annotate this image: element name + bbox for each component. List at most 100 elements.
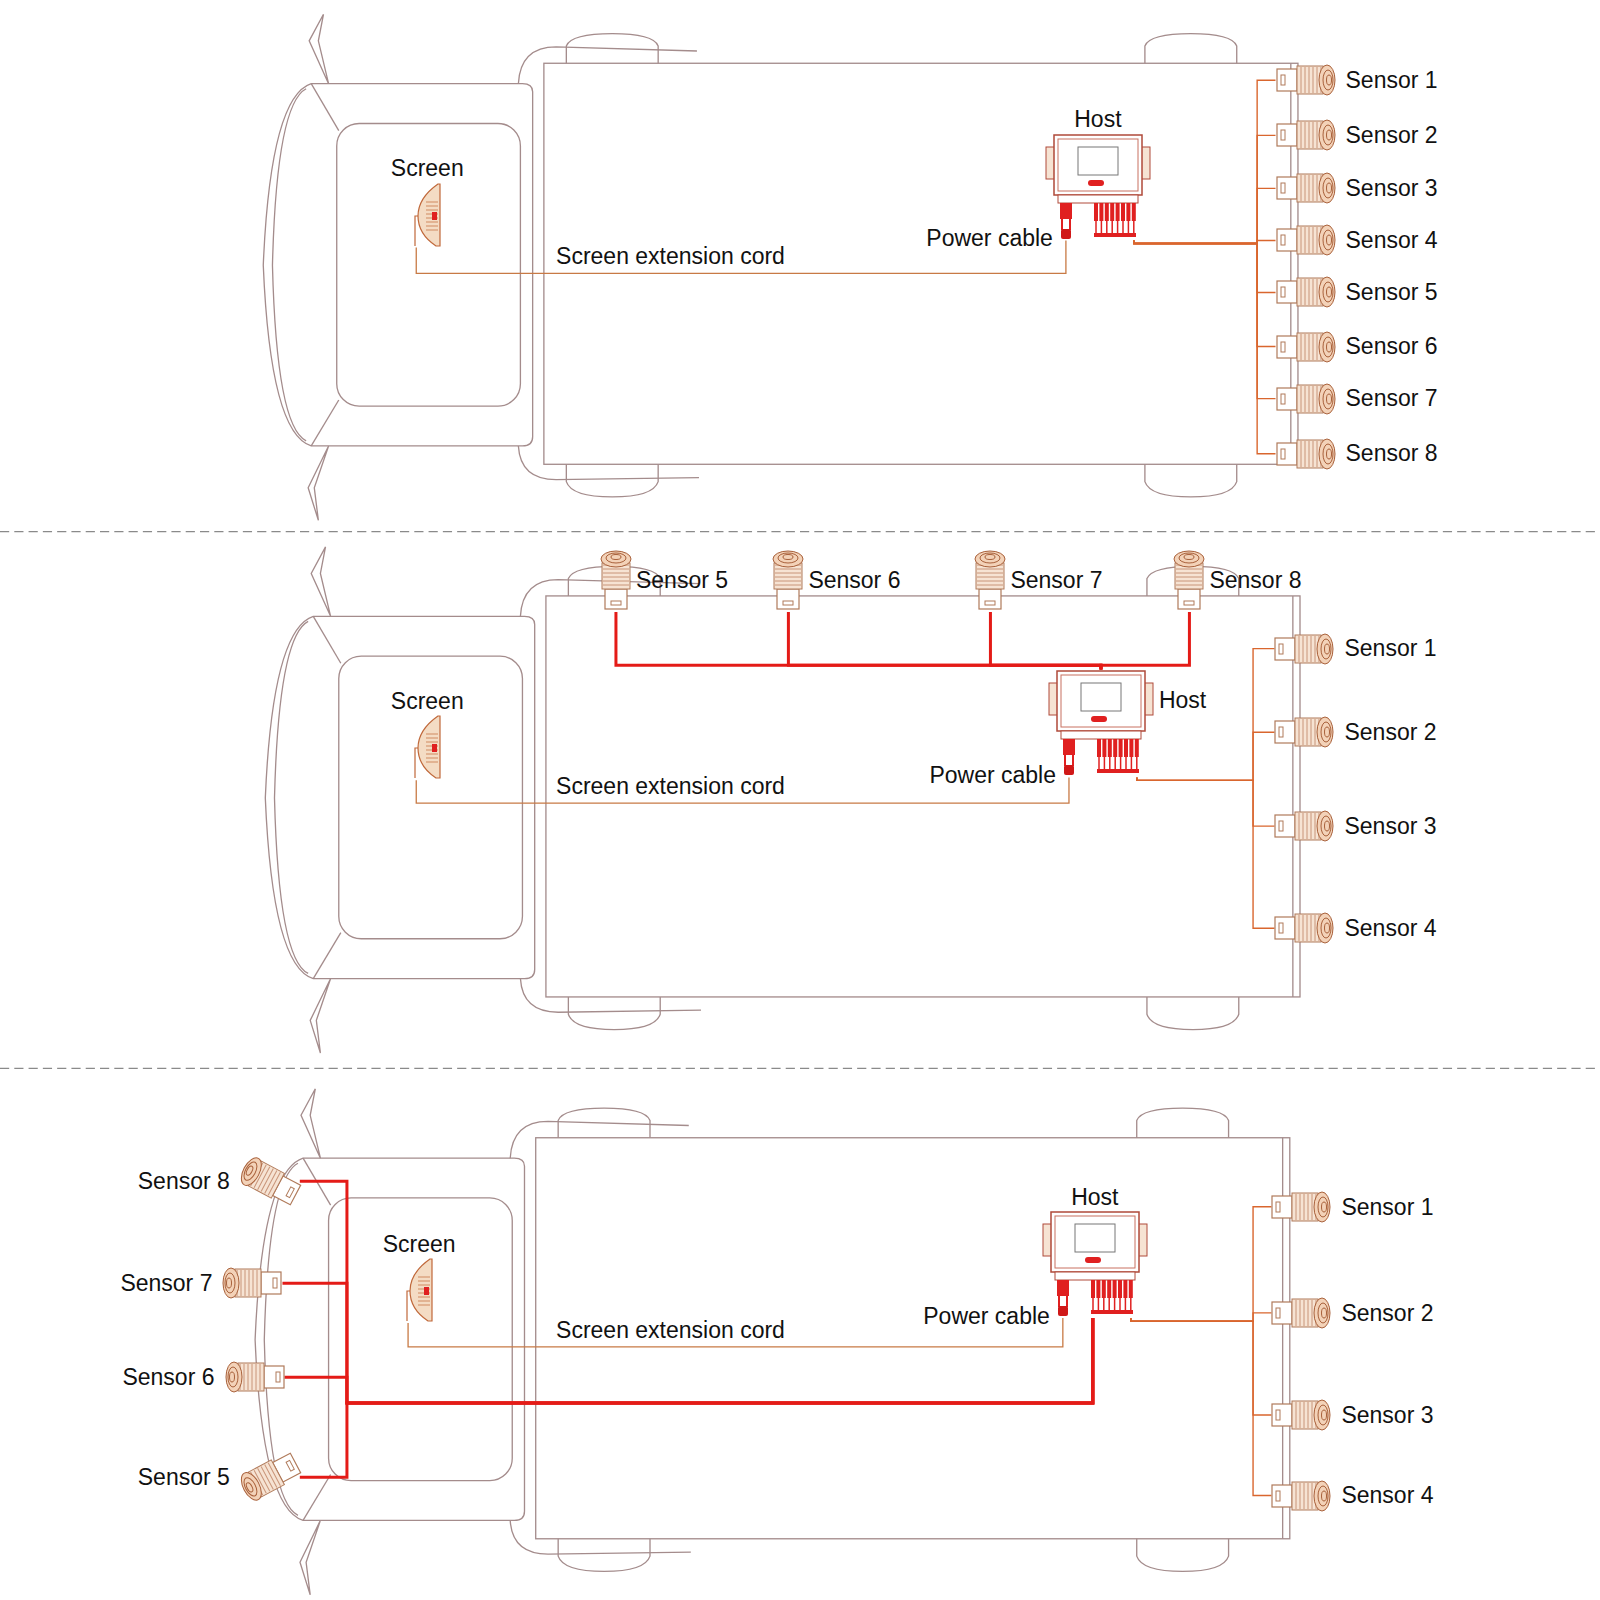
plug-latch [1281,287,1285,297]
sensor-graphic [1272,1298,1330,1328]
sensor-wire [1131,1318,1272,1495]
part-label: Sensor 7 [1346,385,1438,411]
sensor-graphic [1272,1400,1330,1430]
sensor-ring [1321,722,1331,742]
harness-plug [1113,739,1117,757]
parking-sensor: Sensor 1 [1276,62,1438,98]
power-wire [1066,1296,1068,1307]
sensor-rib [1308,1194,1309,1220]
harness-plug [1094,203,1098,221]
sensor-rib [1316,67,1317,93]
screen-grille [426,209,438,210]
harness-plug [1091,1280,1095,1298]
power-connector [1061,229,1071,239]
host-led [1085,1257,1101,1263]
sensor-wire [1134,241,1276,454]
part-label: Screen [391,155,464,181]
sensor-face [226,1362,242,1392]
sensor-icon [1274,631,1336,667]
screen-grille [418,1301,430,1302]
sensor-rib [1312,1194,1313,1220]
sensor-ring [1326,449,1331,459]
sensor-ring [980,553,1000,563]
sensor-face [1319,384,1335,414]
sensor-plug [1272,1485,1292,1507]
sensor-face [1319,120,1335,150]
sensor-rib [1300,1402,1301,1428]
sensor-wire [1137,777,1275,928]
sensor-rib [1308,1402,1309,1428]
sensor-ring [985,554,995,559]
screen-led [432,212,437,220]
sensor-wire [1134,241,1276,293]
harness-wire [1095,221,1097,233]
sensor-rib [1299,813,1300,839]
plug-latch [1279,727,1283,737]
sensor-rib [1316,122,1317,148]
parking-sensor: Sensor 8 [1171,548,1301,612]
sensor-rib [259,1364,260,1390]
part-label: Sensor 3 [1346,175,1438,201]
part-label: Sensor 7 [1010,567,1102,593]
sensor-rib [1303,813,1304,839]
label-patch: Power cable [926,762,1059,788]
sensor-wire [1134,241,1276,347]
sensor-plug [979,589,1001,609]
sensor-ring [241,1160,259,1182]
sensor-rib [245,1270,246,1296]
sensor-rib [977,584,1003,585]
plug-latch [1281,449,1285,459]
harness-plug [1121,203,1125,221]
sensor-ring [1326,130,1331,140]
sensor-face [223,1268,239,1298]
sensor-face [1317,913,1333,943]
sensor-face [1319,65,1335,95]
sensor-rib [1311,719,1312,745]
sensor-ring [1323,389,1333,409]
sensor-icon [1274,910,1336,946]
sensor-rib [1316,334,1317,360]
sensor-graphic [773,551,803,609]
sensor-rib [1304,1402,1305,1428]
sensor-rib [1316,386,1317,412]
sensor-face [601,551,631,567]
sensor-graphic [1174,551,1204,609]
harness-plug [1105,203,1109,221]
harness-wire [1111,221,1113,233]
harness-plug [1119,739,1123,757]
harness-wire [1109,757,1111,769]
harness-wire [1104,757,1106,769]
parking-sensor: Sensor 1 [1274,631,1436,667]
harness-plug [1097,739,1101,757]
sensor-rib [1300,1483,1301,1509]
parking-sensor: Sensor 2 [1276,117,1438,153]
sensor-graphic [1272,1192,1330,1222]
sensor-wire [1134,135,1276,243]
plug-latch [783,601,793,605]
sensor-rib [775,576,801,577]
host-led [1091,716,1107,722]
harness-wire [1098,757,1100,769]
harness-plug [1126,203,1130,221]
sensor-rib [775,572,801,573]
sensor-face [1319,332,1335,362]
sensor-rib [1304,386,1305,412]
panel-divider [0,1068,1600,1069]
sensor-graphic [237,1450,302,1504]
sensor-graphic [601,551,631,609]
sensor-graphic [1277,384,1335,414]
sensor-icon [1276,117,1338,153]
sensor-rib [1304,334,1305,360]
plug-latch [1281,183,1285,193]
sensor-ring [1179,553,1199,563]
harness-wire [1122,221,1124,233]
plug-latch [1184,601,1194,605]
sensor-rib [1296,1300,1297,1326]
sensor-graphic [1277,65,1335,95]
harness-bundle [1094,233,1136,237]
plug-latch [1281,342,1285,352]
sensor-rib [1308,334,1309,360]
plug-latch [1281,394,1285,404]
host-icon [1049,669,1153,777]
